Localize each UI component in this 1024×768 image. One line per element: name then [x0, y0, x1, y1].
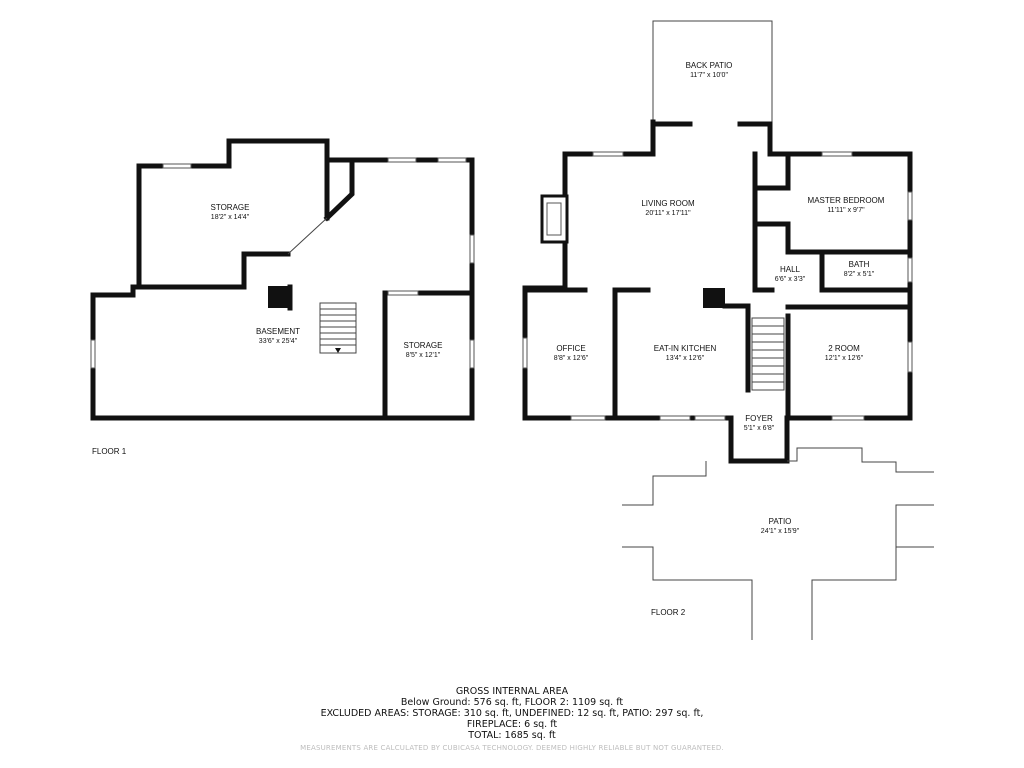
- patio-outline-bottom: [811, 547, 897, 640]
- window: [437, 157, 467, 163]
- summary-line-3: FIREPLACE: 6 sq. ft: [466, 719, 558, 730]
- room-bath-name: BATH: [849, 260, 870, 269]
- summary-disclaimer: MEASUREMENTS ARE CALCULATED BY CUBICASA …: [300, 744, 724, 752]
- door-swing: [287, 217, 328, 255]
- room-kitchen-dims: 13'4" x 12'6": [666, 355, 705, 362]
- closet-walls-2: [752, 221, 913, 255]
- window: [162, 163, 192, 169]
- room-office-dims: 8'8" x 12'6": [554, 355, 589, 362]
- floor-2-label: FLOOR 2: [651, 608, 686, 617]
- window: [90, 339, 96, 369]
- storage-upper-wall: [136, 251, 291, 290]
- room-storage-1-dims: 18'2" x 14'4": [211, 214, 250, 221]
- room-kitchen-name: EAT-IN KITCHEN: [654, 344, 717, 353]
- window: [907, 191, 913, 221]
- room-living-dims: 20'11" x 17'11": [645, 210, 691, 217]
- room-hall-name: HALL: [780, 265, 801, 274]
- closet-walls: [752, 151, 791, 191]
- area-summary: GROSS INTERNAL AREA Below Ground: 576 sq…: [212, 686, 812, 752]
- summary-title: GROSS INTERNAL AREA: [455, 686, 569, 697]
- window: [592, 151, 624, 157]
- room-2-dims: 12'1" x 12'6": [825, 355, 864, 362]
- window: [387, 157, 417, 163]
- room-living-name: LIVING ROOM: [641, 199, 695, 208]
- room-master-bedroom-name: MASTER BEDROOM: [808, 196, 885, 205]
- window: [907, 341, 913, 373]
- window: [522, 337, 528, 369]
- room-storage-2-name: STORAGE: [404, 341, 443, 350]
- room-foyer-dims: 5'1" x 6'8": [744, 425, 775, 432]
- patio-outline-left: [622, 546, 753, 640]
- floor-1-stairs: [319, 302, 357, 354]
- room-office-name: OFFICE: [556, 344, 585, 353]
- room-foyer-name: FOYER: [745, 414, 773, 423]
- room-back-patio-dims: 11'7" x 10'0": [690, 72, 728, 79]
- storage-right-wall: [382, 290, 475, 421]
- floor-1-label: FLOOR 1: [92, 447, 127, 456]
- window: [821, 151, 853, 157]
- room-basement-name: BASEMENT: [256, 327, 300, 336]
- room-basement-dims: 33'6" x 25'4": [259, 338, 298, 345]
- floor-1-outer-wall: [90, 138, 475, 421]
- patio-outline: [622, 461, 707, 506]
- window: [907, 257, 913, 283]
- patio-outline-right: [895, 504, 934, 548]
- floor-1-plan: STORAGE 18'2" x 14'4" BASEMENT 33'6" x 2…: [90, 138, 475, 456]
- room-master-bedroom-dims: 11'11" x 9'7": [827, 207, 865, 214]
- room-patio-dims: 24'1" x 15'9": [761, 528, 800, 535]
- floor-2-stairs: [751, 317, 785, 391]
- room-bath-dims: 8'2" x 5'1": [844, 271, 875, 278]
- room-storage-2-dims: 8'5" x 12'1": [406, 352, 441, 359]
- summary-line-2: EXCLUDED AREAS: STORAGE: 310 sq. ft, UND…: [320, 708, 704, 719]
- window: [570, 415, 606, 421]
- chimney-block-2: [703, 288, 725, 308]
- room-patio-name: PATIO: [769, 517, 792, 526]
- kitchen-right-wall: [722, 303, 751, 393]
- window: [694, 415, 726, 421]
- patio-outline-top: [787, 447, 934, 473]
- window: [831, 415, 865, 421]
- storage-diag-wall: [323, 162, 355, 222]
- room-2-name: 2 ROOM: [828, 344, 860, 353]
- summary-line-1: Below Ground: 576 sq. ft, FLOOR 2: 1109 …: [400, 697, 624, 708]
- room-back-patio-name: BACK PATIO: [686, 61, 733, 70]
- floor-2-plan: BACK PATIO 11'7" x 10'0" LIVING ROOM 20'…: [522, 20, 934, 640]
- summary-line-4: TOTAL: 1685 sq. ft: [468, 730, 556, 741]
- window: [659, 415, 691, 421]
- bath-walls: [819, 249, 913, 293]
- room-storage-1-name: STORAGE: [211, 203, 250, 212]
- window: [469, 234, 475, 264]
- chimney-block: [268, 286, 290, 308]
- window: [469, 339, 475, 369]
- back-patio-outline: [652, 20, 773, 122]
- room-hall-dims: 6'6" x 3'3": [775, 276, 806, 283]
- door-opening: [387, 290, 419, 296]
